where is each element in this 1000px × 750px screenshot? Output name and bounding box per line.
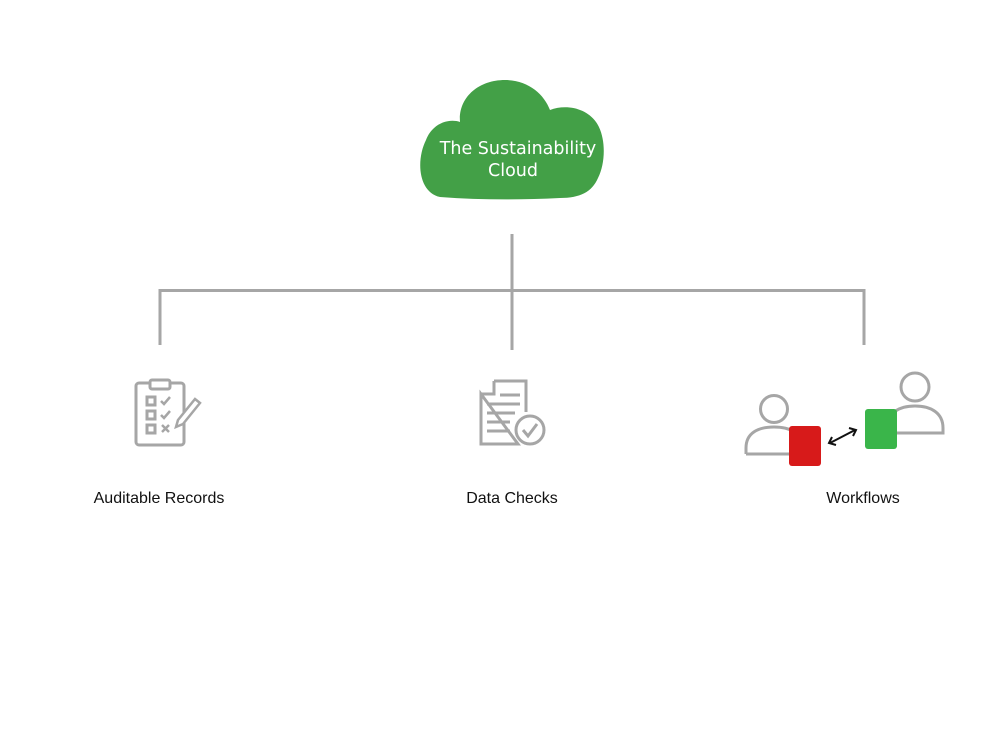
- document-check-icon: [479, 379, 546, 446]
- child-node-auditable-records: Auditable Records: [94, 378, 225, 507]
- child-label: Data Checks: [466, 490, 558, 507]
- handoff-red-square: [789, 426, 821, 466]
- root-title-line-1: The Sustainability: [439, 139, 597, 159]
- child-node-data-checks: Data Checks: [466, 379, 558, 507]
- checklist-clipboard-icon: [134, 378, 202, 447]
- child-label: Auditable Records: [94, 490, 225, 507]
- user-exchange-icon: [744, 371, 945, 466]
- child-label: Workflows: [826, 490, 900, 507]
- root-title-line-2: Cloud: [488, 161, 538, 181]
- cloud-shape: [420, 80, 604, 200]
- handoff-green-square: [865, 409, 897, 449]
- root-node: The Sustainability Cloud: [420, 80, 604, 200]
- child-node-workflows: Workflows: [744, 371, 945, 507]
- connectors: [158, 234, 866, 350]
- bidirectional-arrow-icon: [827, 427, 858, 446]
